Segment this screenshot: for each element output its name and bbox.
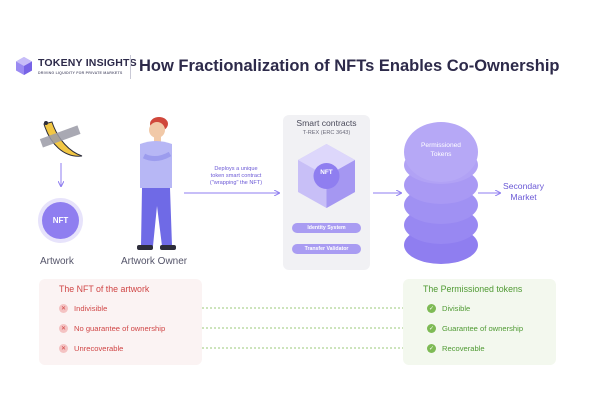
nft-property-text: No guarantee of ownership xyxy=(74,324,166,333)
owner-caption: Artwork Owner xyxy=(121,256,188,267)
artwork-caption: Artwork xyxy=(40,256,74,267)
secondary-line-2: Market xyxy=(510,192,537,202)
nft-property-text: Unrecoverable xyxy=(74,344,124,353)
nft-property-text: Indivisible xyxy=(74,304,108,313)
token-property-item: ✓ Recoverable xyxy=(427,344,485,353)
artwork-nft-badge: NFT xyxy=(42,202,79,239)
deploy-description: Deploys a unique token smart contract ("… xyxy=(196,166,276,187)
token-coin-top xyxy=(404,122,478,182)
token-property-item: ✓ Divisible xyxy=(427,304,470,313)
smart-contracts-title: Smart contracts xyxy=(296,118,357,128)
brand-name: TOKENY INSIGHTS xyxy=(38,57,137,69)
deploy-line-2: token smart contract xyxy=(210,173,262,179)
secondary-line-1: Secondary xyxy=(503,181,545,191)
transfer-validator-pill: Transfer Validator xyxy=(292,244,361,254)
permissioned-tokens-label: Permissioned Tokens xyxy=(404,141,478,159)
token-property-text: Divisible xyxy=(442,304,471,313)
contract-hexagon-icon xyxy=(298,144,355,208)
banana-artwork-icon xyxy=(39,121,83,157)
nft-property-item: ✕ Unrecoverable xyxy=(59,344,123,353)
nft-property-item: ✕ Indivisible xyxy=(59,304,107,313)
header-divider xyxy=(130,55,131,79)
brand-tagline: DRIVING LIQUIDITY FOR PRIVATE MARKETS xyxy=(38,71,123,75)
cross-icon: ✕ xyxy=(59,344,68,353)
deploy-line-3: ("wrapping" the NFT) xyxy=(209,180,263,186)
tokens-line-1: Permissioned xyxy=(421,142,461,149)
smart-contracts-subtitle: T-REX (ERC 3643) xyxy=(302,130,351,136)
deploy-line-1: Deploys a unique xyxy=(214,166,258,172)
nft-box-title: The NFT of the artwork xyxy=(59,284,150,294)
token-property-text: Guarantee of ownership xyxy=(442,324,524,333)
token-box-title: The Permissioned tokens xyxy=(423,284,523,294)
secondary-market-label: Secondary Market xyxy=(503,181,544,203)
nft-property-item: ✕ No guarantee of ownership xyxy=(59,324,165,333)
contract-nft-label: NFT xyxy=(320,169,333,176)
tokeny-logo-icon xyxy=(16,57,32,75)
check-icon: ✓ xyxy=(427,304,436,313)
token-property-item: ✓ Guarantee of ownership xyxy=(427,324,523,333)
identity-system-pill: Identity System xyxy=(292,223,361,233)
cross-icon: ✕ xyxy=(59,324,68,333)
check-icon: ✓ xyxy=(427,324,436,333)
token-property-text: Recoverable xyxy=(442,344,485,353)
page-title: How Fractionalization of NFTs Enables Co… xyxy=(139,57,560,75)
artwork-owner-figure-icon xyxy=(137,117,176,250)
check-icon: ✓ xyxy=(427,344,436,353)
cross-icon: ✕ xyxy=(59,304,68,313)
tokens-line-2: Tokens xyxy=(430,151,452,158)
